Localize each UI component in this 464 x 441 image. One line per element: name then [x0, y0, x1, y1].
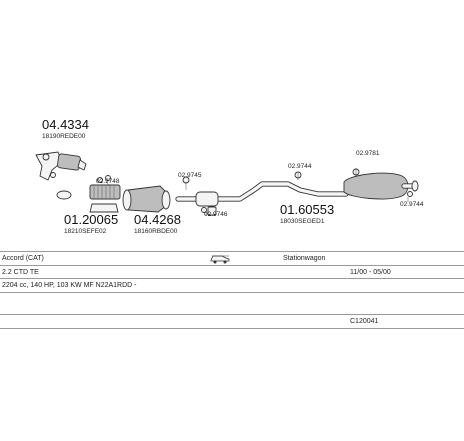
ref-label[interactable]: 02.9781	[356, 150, 380, 157]
part-4-code: 18030SEGED1	[280, 218, 325, 225]
catalog-code: C120041	[350, 318, 379, 325]
ref-label[interactable]: 02.9744	[288, 163, 312, 170]
ref-label[interactable]: 02.9746	[204, 211, 228, 218]
part-3-number[interactable]: 04.4268	[134, 212, 181, 227]
part-4-number[interactable]: 01.60553	[280, 202, 334, 217]
vehicle-years: 11/00 - 05/00	[350, 269, 391, 276]
part-1-code: 18190REDE00	[42, 133, 86, 140]
info-divider	[0, 328, 464, 329]
part-3-code: 18160RBDE00	[134, 228, 178, 235]
ref-label[interactable]: 02.9744	[400, 201, 424, 208]
info-divider	[0, 251, 464, 252]
part-1-number[interactable]: 04.4334	[42, 117, 89, 132]
leader-lines	[105, 168, 409, 216]
vehicle-body: Stationwagon	[283, 255, 326, 262]
info-divider	[0, 292, 464, 293]
part-2-flex-pipe-drawing[interactable]	[56, 177, 121, 213]
info-divider	[0, 278, 464, 279]
vehicle-engine: 2.2 CTD TE	[2, 269, 39, 276]
part-3-catalyst-drawing[interactable]	[122, 185, 171, 213]
info-divider	[0, 314, 464, 315]
ref-label[interactable]: 02.9745	[178, 172, 202, 179]
vehicle-specs: 2204 cc, 140 HP, 103 KW MF N22A1RDD -	[2, 282, 137, 289]
part-1-front-box-drawing[interactable]	[35, 151, 87, 181]
part-2-number[interactable]: 01.20065	[64, 212, 118, 227]
ref-label[interactable]: 02.9748	[96, 178, 120, 185]
part-2-code: 18210SEFE02	[64, 228, 107, 235]
info-divider	[0, 265, 464, 266]
part-4-rear-pipe-drawing[interactable]	[175, 172, 419, 216]
vehicle-model: Accord (CAT)	[2, 255, 44, 262]
stationwagon-icon	[210, 255, 230, 264]
